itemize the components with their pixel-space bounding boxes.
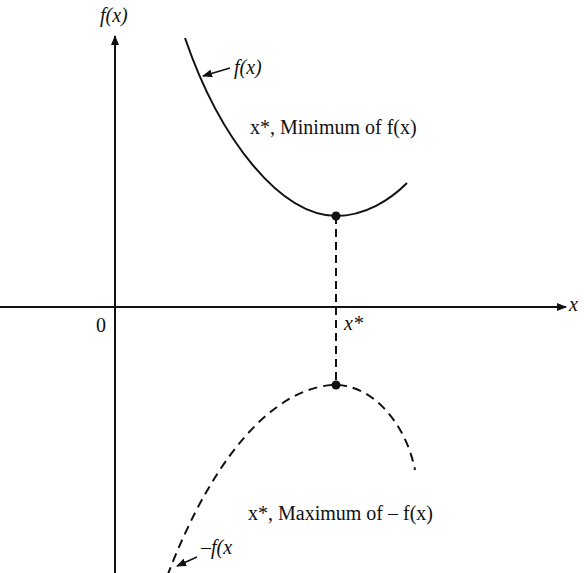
leader-arrow <box>203 68 230 76</box>
axis-label: x <box>569 293 578 316</box>
axis-label: f(x) <box>100 4 128 27</box>
origin-label: 0 <box>96 314 106 337</box>
curve-label: –f(x <box>201 536 232 559</box>
curve-label: f(x) <box>234 56 262 79</box>
x-star-dropline <box>335 216 337 385</box>
y-axis <box>114 36 116 573</box>
point-label: x* <box>344 312 363 335</box>
point-label: x*, Minimum of f(x) <box>250 116 417 139</box>
neg-f-curve <box>162 385 415 573</box>
point-label: x*, Maximum of – f(x) <box>248 502 433 525</box>
maximum-dot <box>332 381 341 390</box>
x-axis <box>0 306 566 308</box>
minimum-dot <box>332 212 341 221</box>
leader-arrow <box>177 557 197 566</box>
